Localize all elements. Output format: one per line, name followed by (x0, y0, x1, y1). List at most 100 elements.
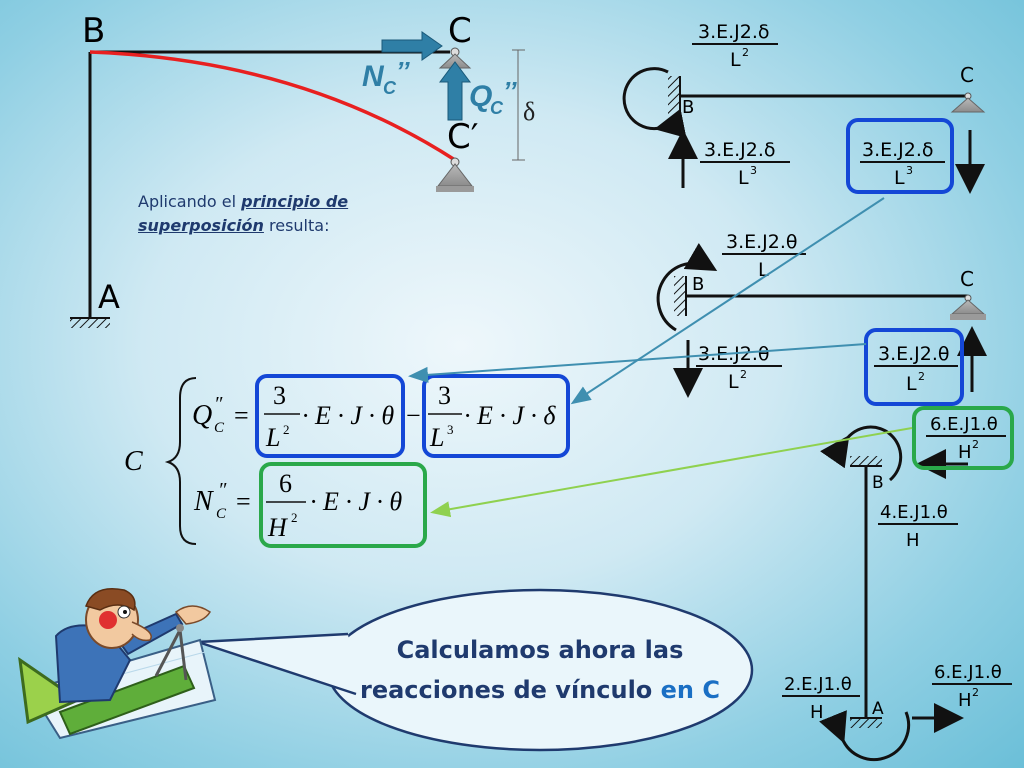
eq-box-n-term (259, 462, 427, 548)
eq-equals-1: = (234, 401, 249, 430)
bubble-line-2-main: reacciones de vínculo (360, 676, 661, 704)
nc-arrow (381, 31, 443, 61)
highlight-box-2 (864, 328, 964, 406)
engineer-illustration (18, 588, 217, 740)
svg-text:N: N (362, 60, 385, 93)
eq-t1-factors: · E · J · θ (302, 401, 394, 430)
eq-box-theta-term (255, 374, 405, 458)
bubble-line-2: reacciones de vínculo en C (340, 670, 740, 710)
svg-text:N: N (193, 486, 214, 517)
label-C-prime-top-left: C′ (447, 117, 478, 157)
eq-system-label: C (124, 446, 143, 477)
d1-label-B: B (682, 97, 694, 118)
fixed-support-A (70, 318, 110, 328)
eq-t3-denominator: H (267, 513, 288, 542)
d1-bottom-right-numerator: 3.E.J2.δ (862, 139, 934, 161)
speech-bubble (196, 588, 754, 752)
curly-brace (164, 377, 197, 545)
d1-bottom-right-denominator: L (894, 167, 905, 189)
d1-bottom-right-exponent: 3 (906, 164, 913, 177)
eq-t3-factors: · E · J · θ (310, 487, 402, 516)
d1-bottom-left-denominator: L (738, 167, 749, 189)
highlight-box-1 (846, 118, 954, 194)
label-QC: Q C ’’ (469, 76, 517, 118)
d1-bottom-left-exponent: 3 (750, 164, 757, 177)
svg-text:’’: ’’ (396, 56, 410, 86)
d3-mid-denominator: H (906, 530, 920, 551)
connector-arrow-theta (408, 343, 867, 383)
caption-pre: Aplicando el (138, 192, 242, 211)
bubble-line-2-accent: en C (660, 676, 720, 704)
superposition-caption: Aplicando el principio de superposición r… (138, 190, 408, 238)
diagram-2 (656, 242, 987, 406)
bubble-line-1: Calculamos ahora las (396, 636, 684, 664)
d3-bottom-left-denominator: H (810, 702, 824, 723)
svg-text:C: C (490, 98, 504, 118)
d3-right-top-denominator: H (958, 442, 972, 463)
caption-post: resulta: (263, 216, 330, 235)
d2-bottom-left-denominator: L (728, 371, 739, 393)
d1-label-C: C (960, 63, 974, 87)
d1-top-numerator: 3.E.J2.δ (698, 21, 770, 43)
equation-system (164, 374, 570, 548)
d2-bottom-right-denominator: L (906, 373, 917, 395)
svg-text:″: ″ (214, 393, 223, 415)
highlight-box-3 (912, 406, 1014, 470)
deflection-curve (89, 50, 456, 162)
label-delta: δ (523, 97, 535, 126)
eq-t2-exponent: 3 (447, 422, 454, 437)
eq-t1-numerator: 3 (273, 381, 286, 410)
eq-t3-numerator: 6 (279, 469, 292, 498)
qc-arrow (439, 61, 471, 121)
connector-arrow-n (430, 427, 913, 518)
d3-mid-numerator: 4.E.J1.θ (880, 502, 948, 523)
svg-text:C: C (214, 420, 225, 436)
label-A-top-left: A (98, 278, 120, 316)
caption-emphasis-2: superposición (138, 216, 264, 235)
moment-arrow-1 (622, 67, 687, 139)
d2-top-denominator: L (758, 259, 769, 281)
eq-equals-2: = (236, 487, 251, 516)
frame-top-left (70, 31, 525, 328)
caption-emphasis-1: principio de (241, 192, 349, 211)
d3-right-top-exponent: 2 (972, 438, 979, 451)
d3-right-top-numerator: 6.E.J1.θ (930, 414, 998, 435)
eq-t2-denominator: L (429, 423, 444, 452)
label-NC: N C ’’ (362, 56, 410, 98)
eq-n-lhs: N C ″ (193, 479, 227, 522)
moment-arrow-3-top (820, 425, 903, 482)
eq-q-lhs: Q C ″ (192, 393, 225, 436)
d1-top-denominator: L (730, 49, 741, 71)
eq-t2-numerator: 3 (438, 381, 451, 410)
d2-bottom-left-exponent: 2 (740, 368, 747, 381)
d3-bottom-right-numerator: 6.E.J1.θ (934, 662, 1002, 683)
d1-bottom-left-numerator: 3.E.J2.δ (704, 139, 776, 161)
svg-text:C: C (216, 506, 227, 522)
d2-bottom-right-numerator: 3.E.J2.θ (878, 343, 950, 365)
svg-text:Q: Q (469, 80, 492, 113)
d2-label-C: C (960, 267, 974, 291)
d2-label-B: B (692, 274, 704, 295)
label-C-top-left: C (448, 11, 472, 51)
eq-t2-factors: · E · J · δ (464, 401, 556, 430)
label-B-top-left: B (82, 11, 105, 51)
d3-bottom-left-numerator: 2.E.J1.θ (784, 674, 852, 695)
d3-bottom-right-denominator: H (958, 690, 972, 711)
svg-text:C: C (383, 78, 397, 98)
eq-minus: − (406, 401, 421, 430)
moment-arrow-2 (656, 242, 718, 332)
speech-bubble-text: Calculamos ahora las reacciones de víncu… (340, 630, 740, 710)
d1-top-exponent: 2 (742, 46, 749, 59)
eq-t1-denominator: L (265, 423, 280, 452)
d2-bottom-right-exponent: 2 (918, 370, 925, 383)
d3-bottom-right-exponent: 2 (972, 686, 979, 699)
d3-label-A: A (872, 699, 884, 719)
svg-text:Q: Q (192, 400, 212, 431)
eq-t1-exponent: 2 (283, 422, 290, 437)
d3-label-B: B (872, 473, 884, 493)
diagram-1 (622, 43, 986, 194)
svg-text:’’: ’’ (503, 76, 517, 106)
eq-t3-exponent: 2 (291, 510, 298, 525)
eq-box-delta-term (422, 374, 570, 458)
